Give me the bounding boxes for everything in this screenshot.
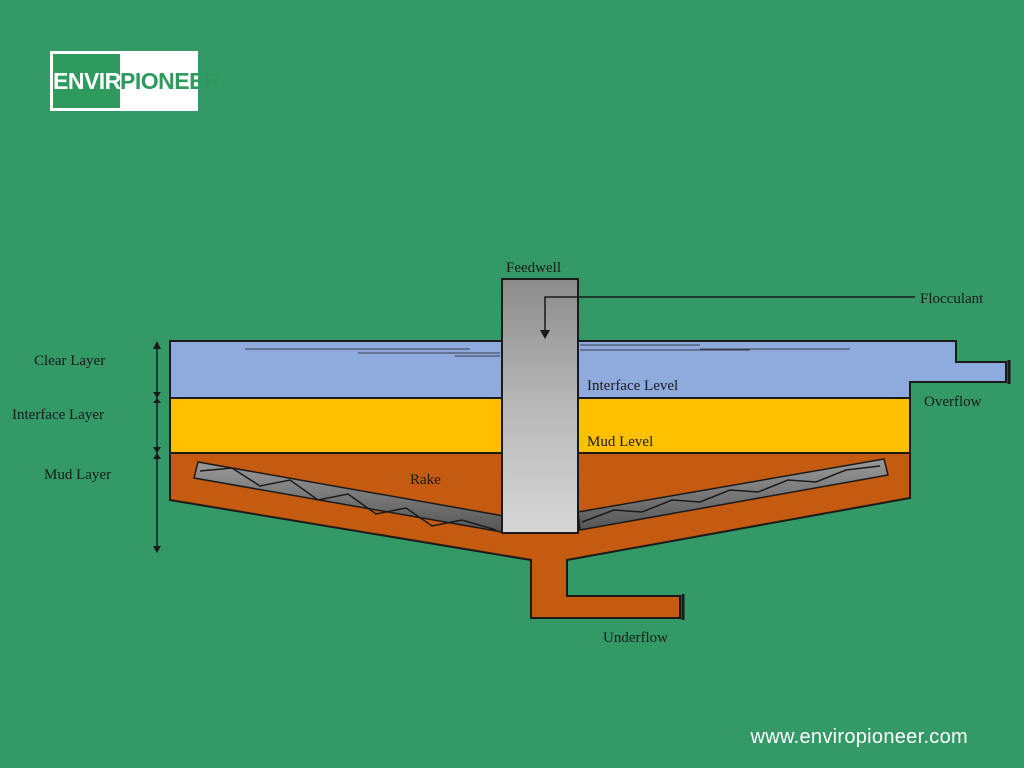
website-url: www.enviropioneer.com xyxy=(750,726,968,748)
rake-right xyxy=(577,458,889,531)
feedwell xyxy=(501,278,579,534)
interface-layer-label: Interface Layer xyxy=(12,407,104,423)
clear-layer-label: Clear Layer xyxy=(34,353,105,369)
mud-layer-label: Mud Layer xyxy=(44,467,111,483)
clear-layer-region xyxy=(169,340,1007,399)
overflow-label: Overflow xyxy=(924,394,982,410)
feedwell-label: Feedwell xyxy=(506,260,561,276)
flocculant-feed-line xyxy=(544,296,915,330)
mud-level-label: Mud Level xyxy=(587,434,653,450)
flocculant-arrow-icon xyxy=(540,330,550,339)
interface-level-label: Interface Level xyxy=(587,378,678,394)
underflow-label: Underflow xyxy=(603,630,668,646)
rake-label: Rake xyxy=(410,472,441,488)
water-surface-lines xyxy=(245,344,850,357)
layer-dimension-markers xyxy=(153,341,161,553)
flocculant-label: Flocculant xyxy=(920,291,984,307)
